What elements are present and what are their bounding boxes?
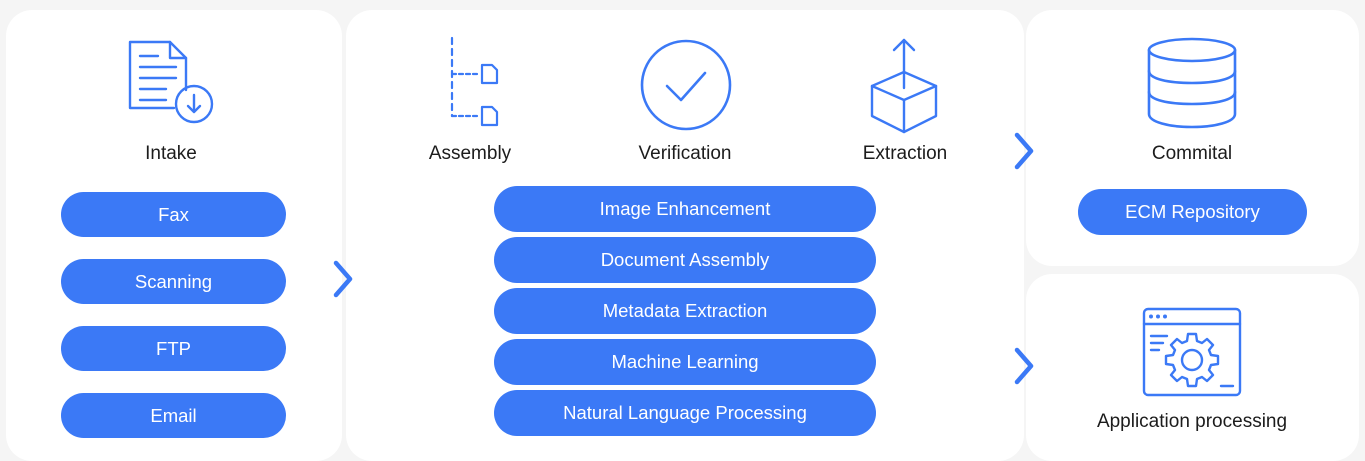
capability-nlp-button[interactable]: Natural Language Processing	[494, 390, 876, 436]
channel-email-button[interactable]: Email	[61, 393, 286, 438]
checkmark-circle-icon	[640, 39, 732, 131]
app-window-gear-icon	[1142, 307, 1242, 397]
chevron-right-icon	[333, 260, 353, 298]
step-verification-label: Verification	[638, 143, 732, 164]
commital-title: Commital	[1151, 143, 1233, 164]
box-upload-icon	[870, 38, 938, 134]
ecm-repository-button[interactable]: ECM Repository	[1078, 189, 1307, 235]
processing-card	[346, 10, 1024, 461]
chevron-right-icon	[1014, 132, 1034, 170]
document-download-icon	[128, 40, 214, 124]
application-card	[1026, 274, 1359, 461]
intake-title: Intake	[145, 143, 197, 164]
channel-scanning-button[interactable]: Scanning	[61, 259, 286, 304]
capability-metadata-extraction-button[interactable]: Metadata Extraction	[494, 288, 876, 334]
step-extraction-label: Extraction	[862, 143, 948, 164]
channel-fax-button[interactable]: Fax	[61, 192, 286, 237]
capability-document-assembly-button[interactable]: Document Assembly	[494, 237, 876, 283]
chevron-right-icon	[1014, 347, 1034, 385]
application-title: Application processing	[1096, 411, 1288, 432]
channel-ftp-button[interactable]: FTP	[61, 326, 286, 371]
capability-image-enhancement-button[interactable]: Image Enhancement	[494, 186, 876, 232]
step-assembly-label: Assembly	[428, 143, 512, 164]
capability-machine-learning-button[interactable]: Machine Learning	[494, 339, 876, 385]
document-tree-icon	[450, 36, 499, 127]
database-icon	[1147, 37, 1237, 129]
